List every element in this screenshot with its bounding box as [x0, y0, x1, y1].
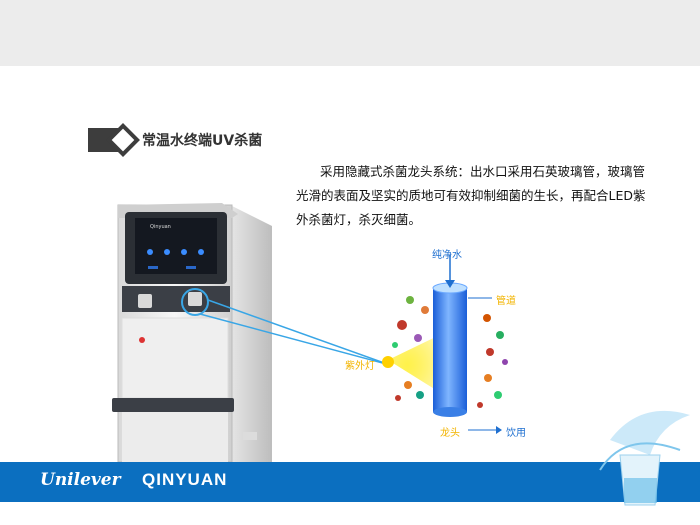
panel-brand-text: Qinyuan [150, 224, 171, 230]
description-text: 采用隐藏式杀菌龙头系统：出水口采用石英玻璃管，玻璃管光滑的表面及坚实的质地可有效… [296, 164, 646, 227]
footer-band [0, 462, 700, 502]
pure-water-label: 纯净水 [432, 250, 462, 261]
section-heading: 常温水终端UV杀菌 [88, 123, 263, 157]
drinking-label: 饮用 [506, 428, 526, 439]
diamond-icon [106, 123, 140, 157]
unilever-logo: Unilever [40, 470, 121, 490]
top-band [0, 0, 700, 66]
section-title: 常温水终端UV杀菌 [142, 133, 263, 149]
heading-bar [88, 123, 140, 157]
faucet-label: 龙头 [440, 428, 460, 439]
bacteria-icons [392, 296, 508, 408]
qinyuan-logo: QINYUAN [142, 470, 228, 489]
pipe-label: 管道 [496, 296, 516, 307]
uv-lamp-label: 紫外灯 [345, 361, 375, 372]
